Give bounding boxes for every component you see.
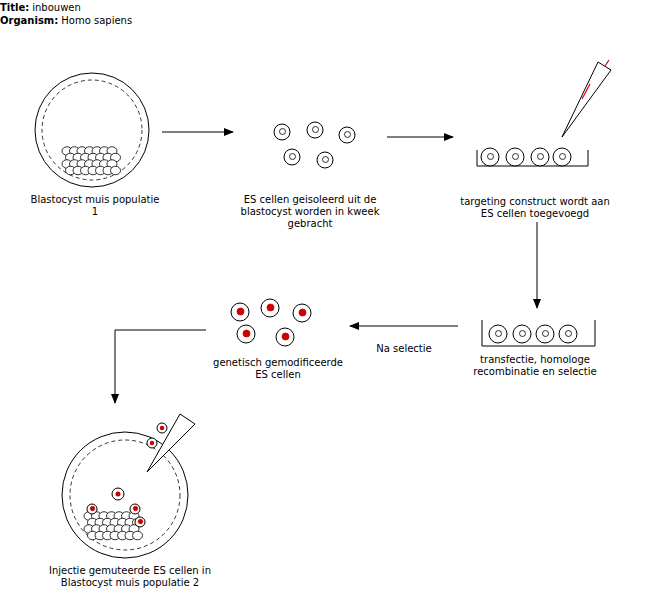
cell-nucleus xyxy=(543,331,549,337)
cell xyxy=(513,325,531,343)
cell-nucleus xyxy=(566,331,572,337)
cell-nucleus xyxy=(538,154,544,160)
blastocyst-outline xyxy=(62,432,188,558)
header-label: inbouwen xyxy=(32,2,81,13)
process-step: targeting construct wordt aan ES cellen … xyxy=(455,60,615,220)
cell-nucleus xyxy=(280,129,286,135)
flow-arrow xyxy=(537,222,538,308)
edge-label: Na selectie xyxy=(374,343,433,354)
cell-nucleus xyxy=(116,492,121,497)
process-step: ES cellen geisoleerd uit de blastocyst w… xyxy=(235,118,385,230)
dna-fragment xyxy=(582,84,590,99)
cell-nucleus xyxy=(160,426,164,430)
header-label: Organism: xyxy=(0,15,58,26)
cell xyxy=(317,152,333,168)
injected-cell xyxy=(112,488,124,500)
cell xyxy=(231,303,249,321)
cell-nucleus xyxy=(237,308,244,315)
step-caption: Blastocyst muis populatie 1 xyxy=(30,194,160,218)
blastocyst-inner xyxy=(70,440,180,550)
pipette xyxy=(562,62,611,137)
es-cells xyxy=(274,122,355,168)
culture-dish xyxy=(482,320,595,346)
cell xyxy=(506,148,524,166)
step-caption: genetisch gemodificeerde ES cellen xyxy=(208,357,348,381)
cell xyxy=(111,166,121,175)
cell-nucleus xyxy=(520,331,526,337)
cell xyxy=(339,127,355,143)
cell xyxy=(307,122,323,138)
injected-cell xyxy=(157,423,167,433)
cell xyxy=(274,124,290,140)
cell-nucleus xyxy=(282,333,289,340)
process-step: genetisch gemodificeerde ES cellen xyxy=(208,295,348,381)
cell-nucleus xyxy=(243,330,250,337)
cell-nucleus xyxy=(513,154,519,160)
blastocyst-outline xyxy=(35,73,149,187)
injection-pipette xyxy=(147,414,195,472)
step-caption: targeting construct wordt aan ES cellen … xyxy=(455,196,615,220)
cell xyxy=(553,148,571,166)
step-caption: Injectie gemuteerde ES cellen in Blastoc… xyxy=(45,565,215,589)
cell-nucleus xyxy=(90,506,94,510)
cell xyxy=(481,148,499,166)
cell xyxy=(87,504,97,514)
cell xyxy=(237,325,255,343)
cell xyxy=(559,325,577,343)
cell xyxy=(276,328,294,346)
step-caption: transfectie, homologe recombinatie en se… xyxy=(460,354,610,378)
header-label: Title: xyxy=(0,2,29,13)
header-label: Homo sapiens xyxy=(61,15,132,26)
cell-nucleus xyxy=(488,154,494,160)
process-step: Injectie gemuteerde ES cellen in Blastoc… xyxy=(45,405,215,589)
cell xyxy=(135,517,145,527)
cell xyxy=(130,504,140,514)
cell-nucleus xyxy=(496,331,502,337)
process-step: Blastocyst muis populatie 1 xyxy=(30,68,160,218)
cell-cluster xyxy=(62,147,121,175)
cell-nucleus xyxy=(267,304,274,311)
cell xyxy=(133,531,143,540)
cell-nucleus xyxy=(345,132,351,138)
blastocyst-inner xyxy=(42,80,142,180)
cell xyxy=(531,148,549,166)
dna-fragment xyxy=(605,60,609,66)
cell-nucleus xyxy=(560,154,566,160)
injected-cell xyxy=(147,438,157,448)
cell-nucleus xyxy=(138,519,142,523)
cell-nucleus xyxy=(133,506,137,510)
cell-nucleus xyxy=(323,157,329,163)
process-step: transfectie, homologe recombinatie en se… xyxy=(460,310,610,378)
cell-nucleus xyxy=(290,154,296,160)
modified-cells xyxy=(231,299,311,346)
cell-nucleus xyxy=(313,127,319,133)
flow-arrow xyxy=(162,132,233,133)
cell-nucleus xyxy=(299,309,306,316)
cell-nucleus xyxy=(150,441,154,445)
cell xyxy=(261,299,279,317)
cell xyxy=(536,325,554,343)
dish-cells xyxy=(489,325,577,343)
cell xyxy=(284,149,300,165)
flow-arrow xyxy=(350,326,458,327)
dish-cells xyxy=(481,148,571,166)
flow-arrow xyxy=(387,137,453,138)
cell xyxy=(489,325,507,343)
cell-cluster xyxy=(84,504,145,540)
step-caption: ES cellen geisoleerd uit de blastocyst w… xyxy=(235,194,385,230)
cell xyxy=(293,304,311,322)
flow-arrow xyxy=(115,330,206,403)
